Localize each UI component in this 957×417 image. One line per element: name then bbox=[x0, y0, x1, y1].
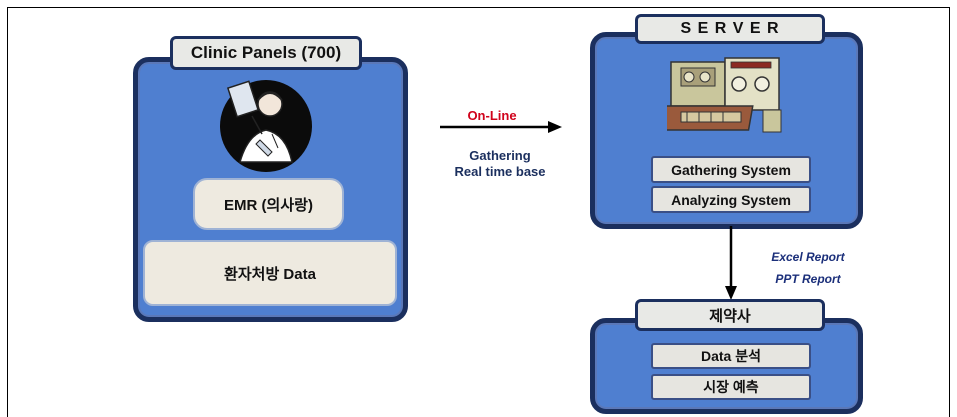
realtime-label: Real time base bbox=[454, 164, 546, 179]
online-arrow bbox=[440, 121, 562, 133]
market-forecast-box: 시장 예측 bbox=[651, 374, 811, 400]
diagram-frame bbox=[7, 7, 950, 417]
data-analysis-box: Data 분석 bbox=[651, 343, 811, 369]
excel-report-label: Excel Report bbox=[771, 250, 845, 264]
gathering-label: Gathering bbox=[469, 148, 531, 163]
emr-box: EMR (의사랑) bbox=[193, 178, 344, 230]
pharma-title: 제약사 bbox=[635, 299, 825, 331]
clinic-title: Clinic Panels (700) bbox=[170, 36, 362, 70]
server-machine-icon bbox=[667, 57, 782, 133]
prescription-data-box: 환자처방 Data bbox=[143, 240, 397, 306]
online-label: On-Line bbox=[467, 108, 517, 123]
server-title: S E R V E R bbox=[635, 14, 825, 44]
report-arrow bbox=[725, 226, 737, 300]
doctor-icon bbox=[220, 80, 312, 172]
analyzing-system-box: Analyzing System bbox=[651, 186, 811, 213]
ppt-report-label: PPT Report bbox=[775, 272, 841, 286]
gathering-system-box: Gathering System bbox=[651, 156, 811, 183]
